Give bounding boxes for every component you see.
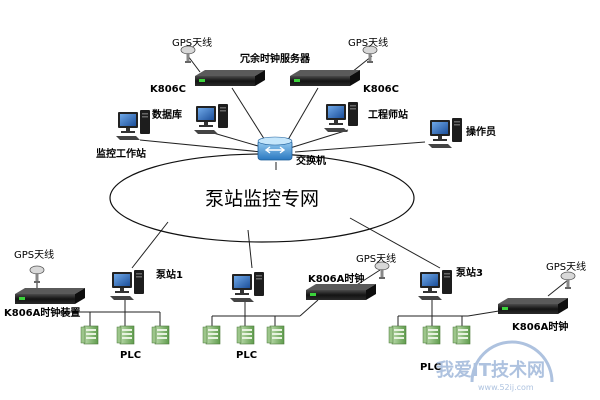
station1-label: 泵站1 xyxy=(156,268,183,281)
desktop-computer-icon xyxy=(428,118,462,148)
station2-plc-label: PLC xyxy=(236,350,257,361)
monitoring-station-label: 监控工作站 xyxy=(96,147,146,160)
watermark-url: www.52ij.com xyxy=(478,383,534,392)
diagram-title: 冗余时钟服务器 xyxy=(240,52,311,65)
clock-label-right: K806C xyxy=(363,84,399,95)
station1-plc-label: PLC xyxy=(120,350,141,361)
plc-module-icon xyxy=(452,325,471,345)
plc-module-icon xyxy=(266,325,285,345)
rack-clock-device-icon xyxy=(15,288,85,304)
rack-clock-device-icon xyxy=(290,70,360,86)
plc-module-icon xyxy=(80,325,99,345)
plc-module-icon xyxy=(116,325,135,345)
watermark-text: 我爱IT技术网 xyxy=(436,359,545,381)
plc-module-icon xyxy=(388,325,407,345)
network-switch-icon xyxy=(257,136,293,161)
clock-label-left: K806C xyxy=(150,84,186,95)
rack-clock-device-icon xyxy=(195,70,265,86)
station1-clock-label: K806A时钟装置 xyxy=(4,306,80,319)
desktop-computer-icon xyxy=(418,270,452,300)
gps-antenna-label: GPS天线 xyxy=(348,36,388,49)
plc-module-icon xyxy=(236,325,255,345)
operator-label: 操作员 xyxy=(466,125,496,138)
gps-antenna-label: GPS天线 xyxy=(546,260,586,273)
gps-antenna-label: GPS天线 xyxy=(172,36,212,49)
gps-antenna-icon xyxy=(29,265,45,284)
database-label: 数据库 xyxy=(152,108,182,121)
station2-clock-label: K806A时钟 xyxy=(308,272,364,285)
rack-clock-device-icon xyxy=(306,284,376,300)
gps-antenna-label: GPS天线 xyxy=(356,252,396,265)
desktop-computer-icon xyxy=(110,270,144,300)
gps-antenna-label: GPS天线 xyxy=(14,248,54,261)
desktop-computer-icon xyxy=(230,272,264,302)
desktop-computer-icon xyxy=(324,102,358,132)
network-label: 泵站监控专网 xyxy=(205,188,319,210)
plc-module-icon xyxy=(151,325,170,345)
gps-antenna-icon xyxy=(560,271,576,290)
plc-module-icon xyxy=(202,325,221,345)
plc-module-icon xyxy=(422,325,441,345)
desktop-computer-icon xyxy=(116,110,150,140)
engineer-station-label: 工程师站 xyxy=(368,108,408,121)
station3-plc-label: PLC xyxy=(420,362,441,373)
station3-label: 泵站3 xyxy=(456,266,483,279)
watermark: 我爱IT技术网 www.52ij.com xyxy=(436,340,554,392)
desktop-computer-icon xyxy=(194,104,228,134)
rack-clock-device-icon xyxy=(498,298,568,314)
connection-lines xyxy=(36,55,569,326)
switch-label: 交换机 xyxy=(296,154,326,167)
station3-clock-label: K806A时钟 xyxy=(512,320,568,333)
